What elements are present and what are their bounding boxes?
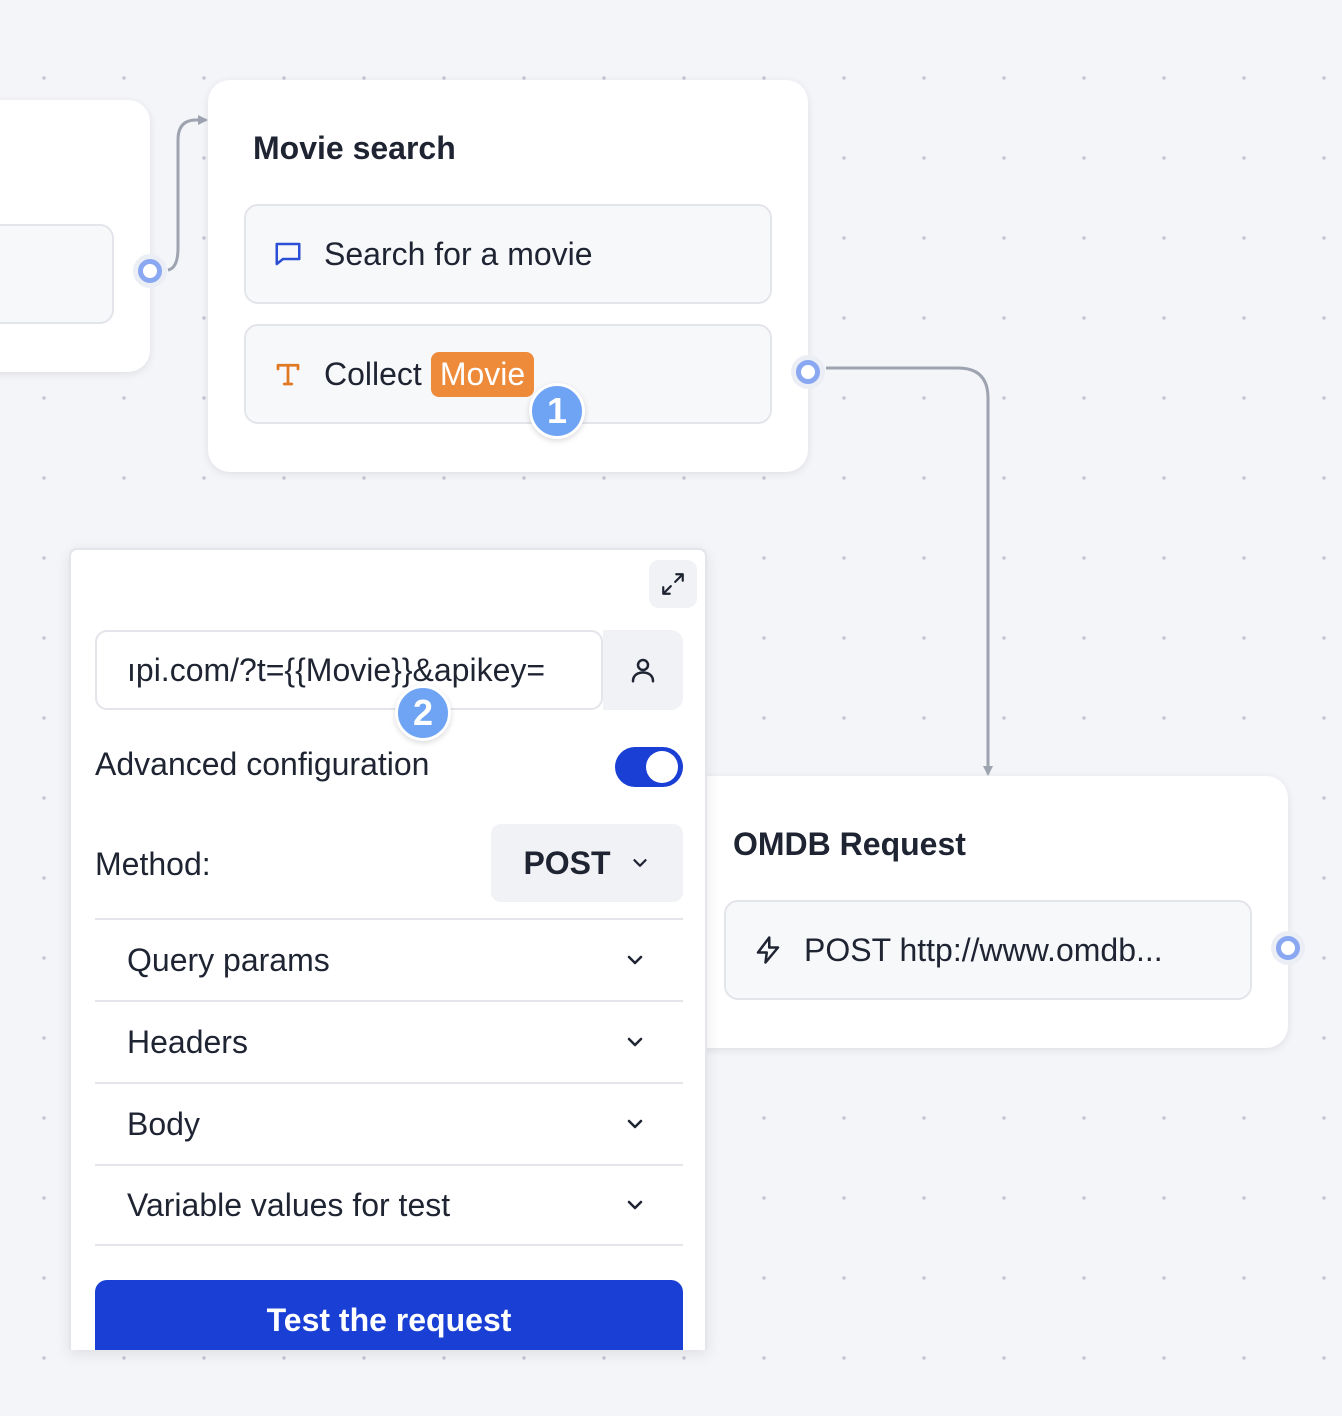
test-request-button[interactable]: Test the request xyxy=(95,1280,683,1350)
url-input[interactable]: ıpi.com/?t={{Movie}}&apikey= xyxy=(95,630,603,710)
start-node-block[interactable] xyxy=(0,224,114,324)
webhook-block-label: POST http://www.omdb... xyxy=(804,931,1163,968)
advanced-config-toggle[interactable] xyxy=(615,747,683,787)
movie-search-output-port[interactable] xyxy=(791,355,825,389)
chevron-down-icon xyxy=(627,1200,643,1210)
body-label: Body xyxy=(127,1105,200,1142)
variable-values-label: Variable values for test xyxy=(127,1186,451,1223)
message-block[interactable]: Search for a movie xyxy=(244,204,772,304)
body-section[interactable]: Body xyxy=(95,1082,683,1164)
method-select[interactable]: POST xyxy=(491,824,683,902)
chevron-down-icon xyxy=(627,1119,643,1129)
edge-movie-search-to-omdb xyxy=(826,366,993,776)
start-node[interactable] xyxy=(0,100,150,372)
insert-variable-button[interactable] xyxy=(603,630,683,710)
collect-block-label: Collect xyxy=(324,355,422,392)
step-badge-2: 2 xyxy=(395,685,451,741)
collect-block[interactable]: Collect Movie xyxy=(244,324,772,424)
chevron-down-icon xyxy=(627,1037,643,1047)
webhook-block[interactable]: POST http://www.omdb... xyxy=(724,900,1252,1000)
expand-icon xyxy=(662,573,684,595)
query-params-label: Query params xyxy=(127,941,330,978)
lightning-icon xyxy=(750,935,786,965)
edge-start-to-movie-search xyxy=(167,115,208,272)
headers-section[interactable]: Headers xyxy=(95,1000,683,1082)
omdb-request-node[interactable]: OMDB Request POST http://www.omdb... xyxy=(688,776,1288,1048)
headers-label: Headers xyxy=(127,1023,248,1060)
text-input-icon xyxy=(270,359,306,389)
omdb-request-output-port[interactable] xyxy=(1271,931,1305,965)
method-select-value: POST xyxy=(523,844,611,881)
expand-button[interactable] xyxy=(649,560,697,608)
message-block-label: Search for a movie xyxy=(324,235,593,272)
variable-values-section[interactable]: Variable values for test xyxy=(95,1164,683,1246)
chat-bubble-icon xyxy=(270,239,306,269)
step-badge-1: 1 xyxy=(529,383,585,439)
advanced-config-label: Advanced configuration xyxy=(95,746,430,782)
omdb-request-title: OMDB Request xyxy=(733,826,966,862)
webhook-settings-panel: ıpi.com/?t={{Movie}}&apikey= Advanced co… xyxy=(69,548,707,1350)
movie-search-node[interactable]: Movie search Search for a movie Collect … xyxy=(208,80,808,472)
url-input-value: ıpi.com/?t={{Movie}}&apikey= xyxy=(127,651,546,688)
movie-search-title: Movie search xyxy=(253,130,456,166)
chevron-down-icon xyxy=(627,955,643,965)
start-node-output-port[interactable] xyxy=(133,254,167,288)
chevron-down-icon xyxy=(632,859,647,867)
variable-tag: Movie xyxy=(430,351,535,397)
method-label: Method: xyxy=(95,846,211,882)
user-icon xyxy=(631,658,655,683)
query-params-section[interactable]: Query params xyxy=(95,918,683,1000)
